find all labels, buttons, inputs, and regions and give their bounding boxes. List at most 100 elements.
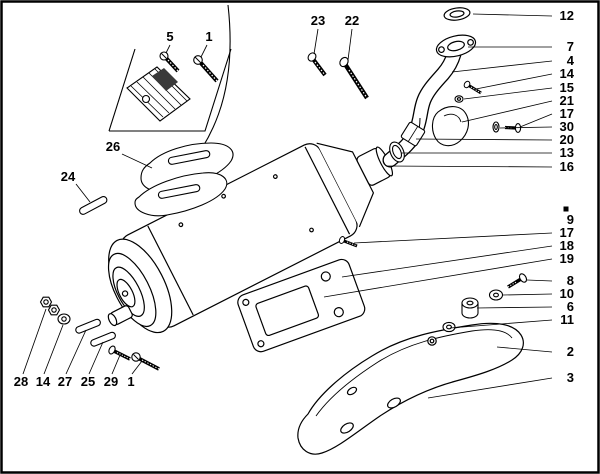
leader-line-29-31 [111, 354, 121, 375]
part-number-19-14: 19 [560, 251, 574, 266]
part-number-27-29: 27 [58, 374, 72, 389]
part-number-17-6: 17 [560, 106, 574, 121]
washer-30 [492, 121, 500, 133]
bracket-shadow [152, 68, 178, 91]
flange-gasket-ring [443, 7, 471, 21]
part-number-1-32: 1 [127, 374, 134, 389]
support-bracket-21 [431, 106, 469, 147]
stud-14 [463, 80, 482, 95]
part-number-18-13: 18 [560, 238, 574, 253]
rubber-grommet-6 [461, 297, 479, 319]
leader-line-27-29 [65, 329, 87, 375]
screw-1-bottom [131, 352, 160, 371]
part-number-25-30: 25 [81, 374, 95, 389]
leader-line-18-13 [341, 245, 553, 278]
leader-line-22-22 [347, 28, 353, 61]
leader-line-10-16 [502, 293, 553, 296]
part-number-23-21: 23 [311, 13, 325, 28]
part-number-21-5: 21 [560, 93, 574, 108]
coupling-ring-13 [389, 141, 405, 163]
part-number-1-24: 1 [205, 29, 212, 44]
part-number-11-18: 11 [560, 312, 574, 327]
part-number-3-20: 3 [567, 370, 574, 385]
pin-27 [75, 318, 101, 334]
leader-line-4-2 [451, 60, 553, 73]
part-number-12-0: 12 [560, 8, 574, 23]
part-number-28-27: 28 [14, 374, 28, 389]
part-number-4-2: 4 [567, 53, 575, 68]
part-number-22-22: 22 [345, 13, 359, 28]
leader-line-5-23 [165, 44, 171, 54]
frame-bracket [126, 66, 191, 122]
leader-line-15-4 [463, 87, 553, 100]
heat-shield-upper [134, 142, 234, 217]
leader-line-21-5 [461, 100, 553, 123]
pin-25 [90, 331, 116, 347]
part-number-14-3: 14 [560, 66, 575, 81]
leader-line-26-25 [121, 153, 153, 169]
leader-line-14-3 [475, 73, 553, 90]
leader-line-30-7 [499, 126, 553, 129]
leader-line-16-10 [386, 165, 553, 168]
screw-17-lower [338, 236, 358, 248]
part-number-30-7: 30 [560, 119, 574, 134]
screw-22 [339, 56, 369, 100]
mounting-plate [237, 258, 366, 353]
leader-line-17-6 [519, 113, 553, 128]
assembly-bullet-marker [563, 206, 569, 212]
leader-line-14-28 [43, 324, 64, 375]
leader-line-24-26 [75, 183, 91, 203]
bolt-8 [507, 273, 528, 289]
pipe-clamp-20 [400, 121, 426, 147]
part-number-16-10: 16 [560, 159, 574, 174]
screw-23 [307, 52, 327, 77]
part-number-8-15: 8 [567, 273, 574, 288]
mounting-detail-inset [108, 4, 232, 204]
support-bracket-21-slot [443, 113, 462, 123]
part-number-29-31: 29 [104, 374, 118, 389]
part-number-6-17: 6 [567, 299, 574, 314]
leader-line-1-24 [200, 44, 208, 58]
washer-10 [488, 289, 504, 301]
leader-line-19-14 [323, 258, 553, 298]
bolt-29 [108, 345, 131, 361]
part-number-5-23: 5 [166, 29, 173, 44]
leader-line-6-17 [476, 306, 553, 309]
part-number-24-26: 24 [61, 169, 76, 184]
leader-line-1-32 [131, 360, 143, 375]
part-number-9-11: 9 [567, 212, 574, 227]
part-number-7-1: 7 [567, 39, 574, 54]
leader-line-3-20 [427, 377, 553, 399]
leader-line-28-27 [22, 308, 47, 375]
leader-line-8-15 [526, 279, 553, 282]
inset-edge-bottom [109, 48, 232, 132]
leader-line-12-0 [472, 13, 553, 17]
hex-nuts-28 [39, 296, 61, 316]
part-number-2-19: 2 [567, 344, 574, 359]
spacer-11 [442, 321, 456, 333]
leader-line-2-19 [496, 346, 553, 353]
leader-line-11-18 [449, 319, 553, 329]
part-number-15-4: 15 [560, 80, 574, 95]
part-number-13-9: 13 [560, 145, 574, 160]
bracket-hole [141, 94, 151, 104]
washer-14-lower [57, 313, 71, 325]
leader-line-23-21 [313, 28, 319, 55]
leader-line-20-8 [415, 138, 553, 141]
screw-1-top [193, 55, 219, 83]
inset-edge-left [108, 48, 136, 132]
heat-shield-lower [297, 322, 524, 455]
muffler-silencer-body [107, 142, 394, 334]
exhaust-flange [435, 34, 477, 58]
nut-15 [454, 95, 464, 103]
leader-line-25-30 [88, 341, 104, 375]
part-number-17-12: 17 [560, 225, 574, 240]
pin-24 [79, 195, 108, 215]
screw-5 [159, 51, 180, 73]
part-number-14-28: 14 [36, 374, 51, 389]
part-number-20-8: 20 [560, 132, 574, 147]
